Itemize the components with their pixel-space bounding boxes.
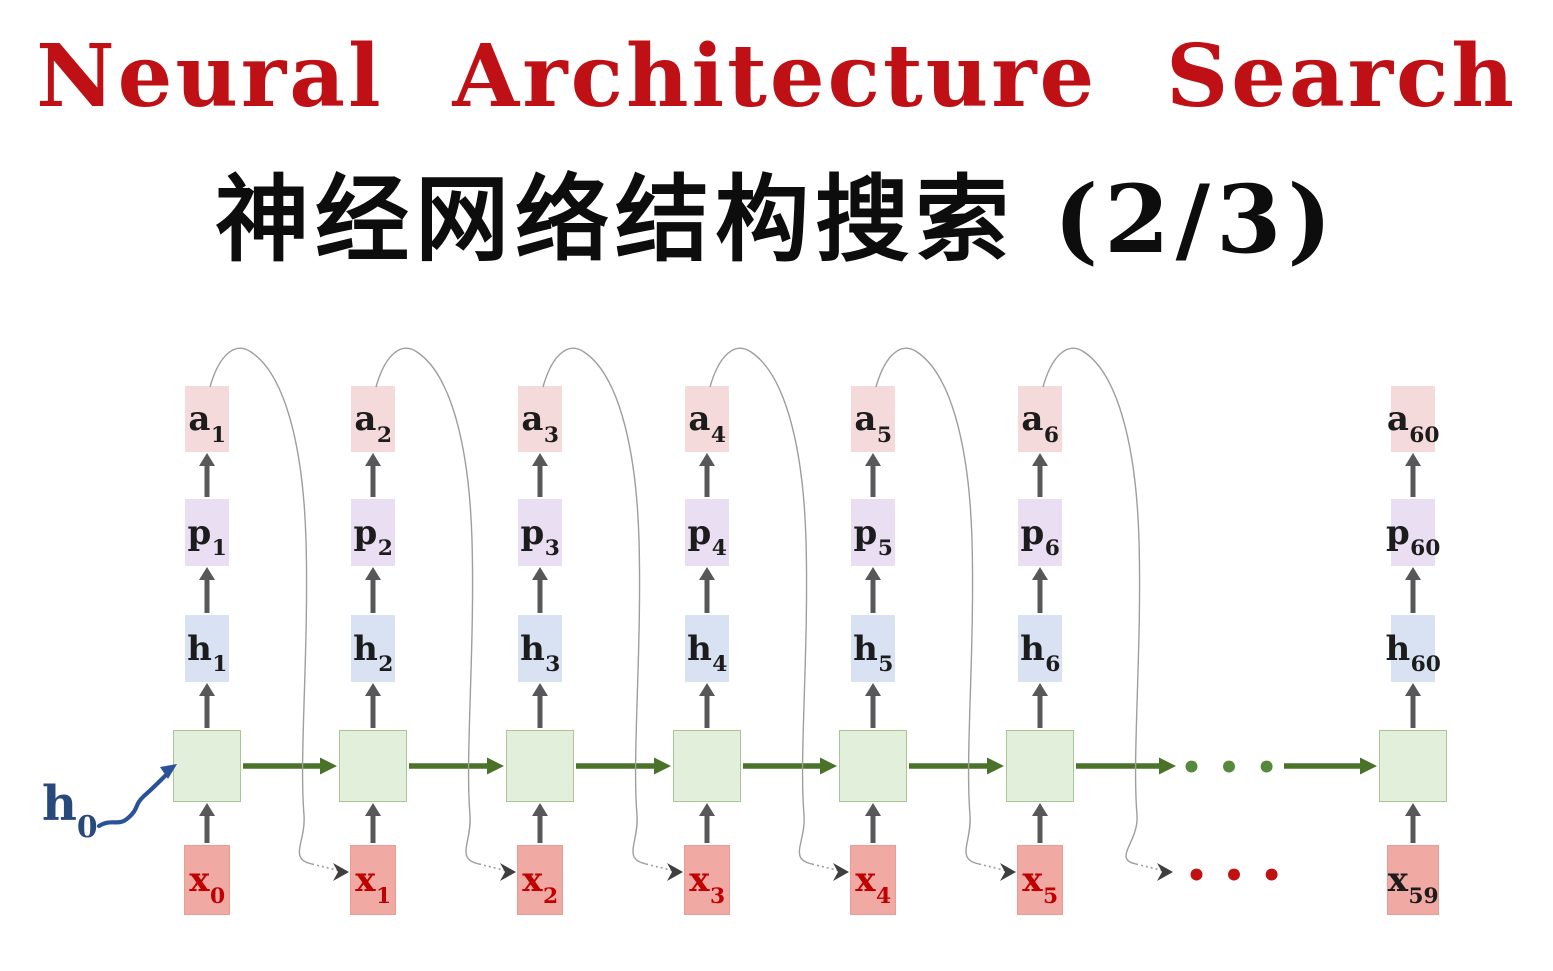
hidden-state-box: h2 — [351, 615, 395, 682]
probability-label: p5 — [853, 512, 893, 562]
probability-box: p3 — [518, 499, 562, 566]
probability-box: p2 — [351, 499, 395, 566]
rnn-cell — [1379, 730, 1447, 802]
hidden-state-box: h3 — [518, 615, 562, 682]
probability-label: p6 — [1020, 512, 1060, 562]
input-box: x0 — [184, 845, 230, 915]
h0-initial-state-label: h0 — [42, 780, 98, 842]
input-label: x5 — [1022, 860, 1059, 909]
hidden-state-box: h60 — [1386, 615, 1441, 682]
probability-box: p60 — [1386, 499, 1440, 566]
probability-box: p6 — [1018, 499, 1062, 566]
hidden-state-box: h1 — [185, 615, 229, 682]
action-output-box: a6 — [1018, 386, 1062, 452]
input-label: x1 — [355, 860, 392, 909]
input-box: x4 — [850, 845, 896, 915]
hidden-state-box: h5 — [851, 615, 895, 682]
input-ellipsis: • • • — [1185, 856, 1285, 896]
action-output-box: a5 — [851, 386, 895, 452]
probability-box: p5 — [851, 499, 895, 566]
action-label: a60 — [1386, 399, 1440, 448]
hidden-state-label: h6 — [1020, 628, 1061, 678]
action-output-box: a4 — [685, 386, 729, 452]
rnn-cell — [173, 730, 241, 802]
hidden-state-label: h3 — [520, 628, 561, 678]
input-box: x1 — [350, 845, 396, 915]
hidden-state-box: h4 — [685, 615, 729, 682]
hidden-state-label: h60 — [1385, 628, 1441, 678]
hidden-state-label: h1 — [187, 628, 228, 678]
action-label: a1 — [188, 399, 226, 448]
rnn-cell — [839, 730, 907, 802]
input-box: x2 — [517, 845, 563, 915]
input-label: x2 — [522, 860, 559, 909]
probability-label: p1 — [187, 512, 227, 562]
slide-title: Neural Architecture Search — [36, 26, 1517, 127]
action-output-box: a3 — [518, 386, 562, 452]
hidden-state-label: h2 — [353, 628, 394, 678]
input-box: x59 — [1387, 845, 1439, 915]
probability-label: p4 — [687, 512, 727, 562]
action-output-box: a1 — [185, 386, 229, 452]
action-label: a6 — [1021, 399, 1059, 448]
rnn-cell — [673, 730, 741, 802]
input-label: x59 — [1387, 860, 1439, 909]
h0-base: h — [42, 776, 77, 832]
action-label: a2 — [354, 399, 392, 448]
action-label: a5 — [854, 399, 892, 448]
input-label: x0 — [189, 860, 226, 909]
rnn-cell — [339, 730, 407, 802]
action-label: a3 — [521, 399, 559, 448]
probability-label: p2 — [353, 512, 393, 562]
input-label: x4 — [855, 860, 892, 909]
action-output-box: a2 — [351, 386, 395, 452]
recurrent-ellipsis: • • • — [1180, 748, 1280, 788]
h0-subscript: 0 — [76, 809, 98, 845]
input-label: x3 — [689, 860, 726, 909]
slide-subtitle: 神经网络结构搜索 (2/3) — [215, 165, 1338, 275]
input-box: x5 — [1017, 845, 1063, 915]
input-box: x3 — [684, 845, 730, 915]
hidden-state-label: h4 — [687, 628, 728, 678]
action-label: a4 — [688, 399, 726, 448]
hidden-state-label: h5 — [853, 628, 894, 678]
action-output-box: a60 — [1387, 386, 1440, 452]
rnn-cell — [1006, 730, 1074, 802]
probability-box: p4 — [685, 499, 729, 566]
probability-box: p1 — [185, 499, 229, 566]
probability-label: p60 — [1385, 512, 1441, 562]
probability-label: p3 — [520, 512, 560, 562]
hidden-state-box: h6 — [1018, 615, 1062, 682]
rnn-cell — [506, 730, 574, 802]
